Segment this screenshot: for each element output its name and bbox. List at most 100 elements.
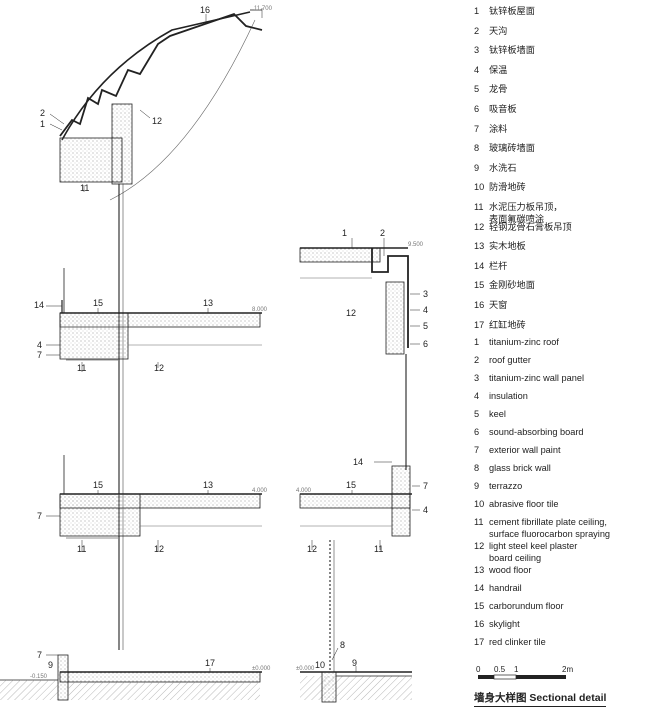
legend-item-label: 红缸地砖 bbox=[489, 319, 526, 330]
callout-14-f2: 14 bbox=[34, 300, 44, 310]
callout-13-f1: 13 bbox=[203, 480, 213, 490]
legend-item-label: terrazzo bbox=[489, 481, 523, 491]
legend-item-number: 6 bbox=[474, 427, 480, 437]
callout-13-f2: 13 bbox=[203, 298, 213, 308]
legend-item-label: 金刚砂地面 bbox=[489, 280, 535, 291]
callout-2-right: 2 bbox=[380, 228, 385, 238]
callout-4-right-lower: 4 bbox=[423, 505, 428, 515]
legend-item-number: 8 bbox=[474, 143, 480, 154]
legend-item-number: 8 bbox=[474, 463, 480, 473]
callout-11-roof: 11 bbox=[80, 183, 89, 193]
callout-7-f2: 7 bbox=[37, 350, 42, 360]
right-roof-slab bbox=[299, 247, 381, 263]
legend-item-label: 龙骨 bbox=[489, 84, 508, 95]
legend-item-number: 3 bbox=[474, 45, 480, 56]
callout-2-left: 2 bbox=[40, 108, 45, 118]
callout-15-f1: 15 bbox=[93, 480, 103, 490]
callout-7-ground: 7 bbox=[37, 650, 42, 660]
legend-item-number: 11 bbox=[474, 201, 484, 212]
right-gutter bbox=[371, 248, 409, 348]
legend-item-label: 天沟 bbox=[489, 25, 508, 36]
callout-3-right: 3 bbox=[423, 289, 428, 299]
legend-item-label: skylight bbox=[489, 619, 520, 629]
legend-item-label: 吸音板 bbox=[489, 103, 517, 114]
left-callout-labels: 2 1 16 12 11 14 15 13 4 7 11 12 15 13 7 … bbox=[30, 5, 273, 680]
legend-item-label: 栏杆 bbox=[489, 260, 508, 271]
legend-item-label: red clinker tile bbox=[489, 637, 546, 647]
callout-4-right: 4 bbox=[423, 305, 428, 315]
callout-11-f2: 11 bbox=[77, 363, 86, 373]
right-section bbox=[299, 247, 412, 703]
callout-12-f1: 12 bbox=[154, 544, 164, 554]
level-ground: ±0.000 bbox=[252, 666, 271, 672]
legend-item-label: carborundum floor bbox=[489, 601, 564, 611]
legend-item-number: 7 bbox=[474, 445, 480, 455]
legend-item-number: 17 bbox=[474, 319, 485, 330]
callout-12-f2: 12 bbox=[154, 363, 164, 373]
sectional-detail-drawing: 2 1 16 12 11 14 15 13 4 7 11 12 15 13 7 … bbox=[0, 5, 428, 703]
legend-item-number: 17 bbox=[474, 637, 485, 647]
legend-item-number: 3 bbox=[474, 373, 480, 383]
legend-item-label: sound-absorbing board bbox=[489, 427, 584, 437]
roof-curve bbox=[61, 11, 251, 141]
legend-item-number: 13 bbox=[474, 565, 485, 575]
legend-item-label: 玻璃砖墙面 bbox=[489, 143, 535, 154]
legend-item-label: titanium-zinc wall panel bbox=[489, 373, 584, 383]
legend-item: 3 titanium-zinc wall panel bbox=[474, 372, 650, 390]
legend-item-label: roof gutter bbox=[489, 355, 531, 365]
legend-item-number: 9 bbox=[474, 162, 480, 173]
legend-item-label: 天窗 bbox=[489, 299, 508, 310]
callout-1-left: 1 bbox=[40, 119, 45, 129]
roof-inner bbox=[109, 19, 256, 201]
legend-item-label: insulation bbox=[489, 391, 528, 401]
drawing-title: 墙身大样图 Sectional detail bbox=[474, 690, 607, 707]
callout-17: 17 bbox=[205, 658, 215, 668]
ground-slab bbox=[59, 671, 261, 683]
legend-item: 8 玻璃砖墙面 bbox=[474, 142, 650, 162]
left-callouts bbox=[46, 14, 211, 672]
callout-9-ground: 9 bbox=[48, 660, 53, 670]
legend-item-number: 12 bbox=[474, 221, 485, 232]
scale-bar: 0 0.5 1 2m bbox=[476, 665, 573, 680]
callout-11-right: 11 bbox=[374, 544, 383, 554]
scale-label-half: 0.5 bbox=[494, 665, 506, 674]
roof-profile bbox=[59, 12, 263, 137]
legend-item-number: 12 bbox=[474, 541, 485, 551]
callout-10-right: 10 bbox=[315, 660, 325, 670]
right-callout-labels: 1 2 3 4 5 6 12 14 15 7 4 12 11 8 10 9 9.… bbox=[296, 228, 428, 672]
legend-item-number: 15 bbox=[474, 280, 485, 291]
left-section bbox=[0, 8, 263, 701]
legend-item-label: 保温 bbox=[489, 64, 508, 75]
callout-8-right: 8 bbox=[340, 640, 345, 650]
level-floor1: 4.000 bbox=[252, 488, 268, 494]
callout-11-f1: 11 bbox=[77, 544, 86, 554]
legend-item: 5 龙骨 bbox=[474, 83, 650, 103]
legend-item-label: 防滑地砖 bbox=[489, 182, 526, 193]
legend-item-number: 14 bbox=[474, 583, 485, 593]
legend-item-number: 2 bbox=[474, 25, 480, 36]
legend-item-label: cement fibrillate plate ceiling, surface… bbox=[489, 517, 611, 539]
legend-item-number: 5 bbox=[474, 84, 480, 95]
callout-14-right: 14 bbox=[353, 457, 363, 467]
level-ground-right: ±0.000 bbox=[296, 666, 315, 672]
callout-5-right: 5 bbox=[423, 321, 428, 331]
legend-item: 6 sound-absorbing board bbox=[474, 426, 650, 444]
callout-16: 16 bbox=[200, 5, 210, 15]
